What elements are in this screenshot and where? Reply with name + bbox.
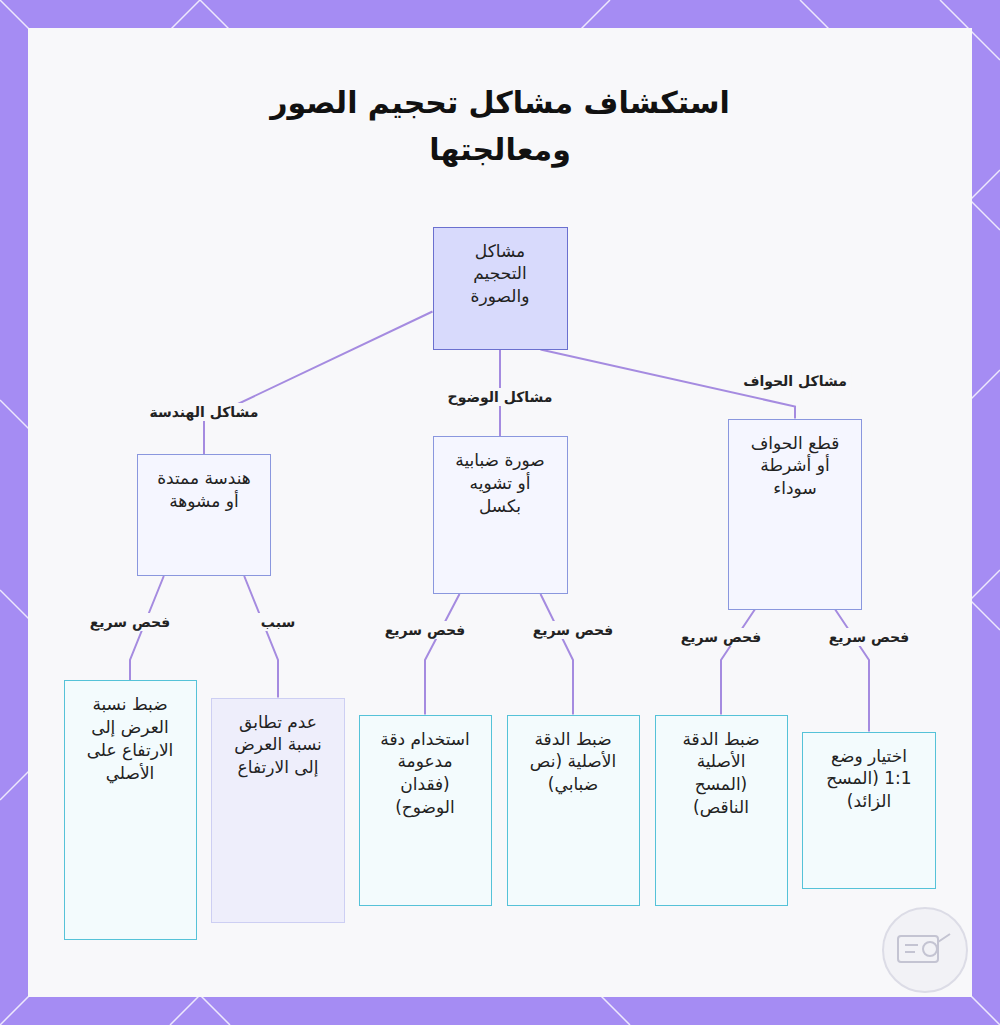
category-box: صورة ضبابية أو تشويه بكسل: [433, 436, 568, 594]
edge-label: سبب: [257, 613, 299, 631]
connector-line: [204, 312, 433, 455]
edge-label: مشاكل الحواف: [739, 372, 851, 390]
connector-line: [425, 594, 460, 715]
edge-label: مشاكل الوضوح: [444, 388, 557, 406]
solution-box: ضبط نسبة العرض إلى الارتفاع على الأصلي: [64, 680, 197, 940]
connector-line: [721, 610, 755, 715]
solution-box: استخدام دقة مدعومة (فقدان الوضوح): [359, 715, 492, 906]
node-text: عدم تطابق نسبة العرض إلى الارتفاع: [228, 699, 328, 780]
connector-line: [244, 576, 278, 698]
solution-box: ضبط الدقة الأصلية (نص ضبابي): [507, 715, 640, 906]
edge-label: فحص سريع: [825, 628, 914, 646]
edge-label: فحص سريع: [677, 628, 766, 646]
category-box: هندسة ممتدة أو مشوهة: [137, 454, 271, 576]
node-text: هندسة ممتدة أو مشوهة: [154, 455, 254, 513]
node-text: صورة ضبابية أو تشويه بكسل: [450, 437, 550, 518]
node-text: ضبط نسبة العرض إلى الارتفاع على الأصلي: [78, 681, 182, 785]
node-text: استخدام دقة مدعومة (فقدان الوضوح): [375, 716, 475, 820]
connector-line: [541, 594, 574, 715]
edge-label: فحص سريع: [529, 621, 618, 639]
solution-box: ضبط الدقة الأصلية (المسح الناقص): [655, 715, 788, 906]
edge-label: مشاكل الهندسة: [145, 403, 262, 421]
node-text: اختيار وضع 1:1 (المسح الزائد): [819, 733, 919, 814]
root-box: مشاكل التحجيم والصورة: [433, 227, 568, 350]
solution-box: عدم تطابق نسبة العرض إلى الارتفاع: [211, 698, 345, 923]
node-text: مشاكل التحجيم والصورة: [450, 228, 550, 309]
diagram-title: استكشاف مشاكل تحجيم الصور ومعالجتها: [215, 80, 785, 173]
node-text: ضبط الدقة الأصلية (المسح الناقص): [671, 716, 771, 820]
node-text: ضبط الدقة الأصلية (نص ضبابي): [523, 716, 623, 797]
edge-label: فحص سريع: [86, 613, 175, 631]
solution-box: اختيار وضع 1:1 (المسح الزائد): [802, 732, 936, 889]
node-text: قطع الحواف أو أشرطة سوداء: [747, 420, 843, 501]
category-box: قطع الحواف أو أشرطة سوداء: [728, 419, 862, 610]
edge-label: فحص سريع: [381, 621, 470, 639]
